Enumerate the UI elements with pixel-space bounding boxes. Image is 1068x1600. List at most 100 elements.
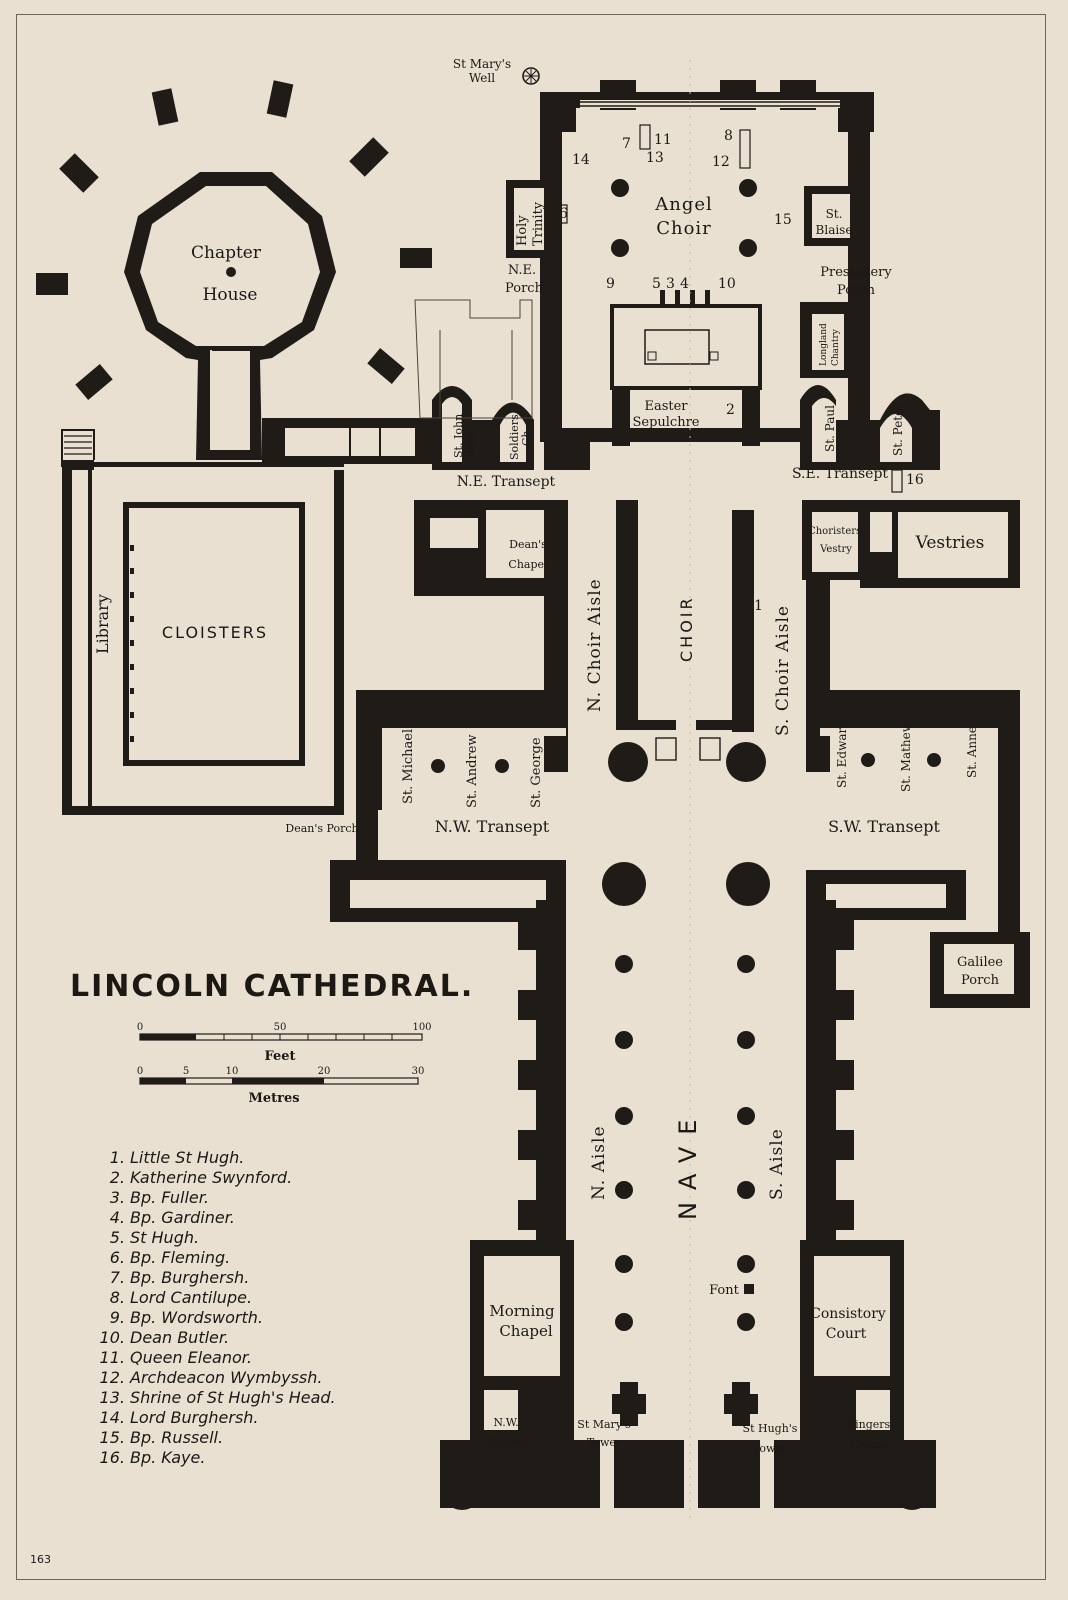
legend-item-number: 15. [99,1428,125,1447]
label-nw-chapel-1: N.W. [493,1416,518,1429]
label-font: Font [709,1283,740,1298]
label-st-anne: St. Anne [965,726,979,778]
label-longland-chantry-1: Longland [819,323,829,366]
legend-item-name: Bp. Fleming. [130,1248,231,1267]
cloisters [61,429,344,815]
plate-number: 163 [30,1553,51,1566]
tomb-number-1: 1 [754,598,763,614]
legend-item-name: Dean Butler. [130,1328,230,1347]
chapter-passage [262,418,432,464]
label-angel-choir-2: Choir [656,218,712,239]
nw-transept [330,690,566,922]
label-st-george: St. George [529,737,544,808]
label-st-blaise-2: Blaise [816,223,853,237]
tomb-number-14: 14 [572,152,590,168]
legend-item-number: 16. [99,1448,125,1467]
label-st-paul: St. Paul [823,405,837,452]
legend-item-name: Bp. Gardiner. [130,1208,235,1227]
tomb-number-10: 10 [718,276,736,292]
legend-item-number: 12. [99,1368,125,1387]
label-angel-choir-1: Angel [654,194,713,215]
scale-feet-tick-100: 100 [412,1022,431,1033]
legend-item: 14. Lord Burghersh. [95,1408,336,1428]
scale-metres-tick-5: 5 [183,1066,189,1077]
label-vestries: Vestries [915,533,985,553]
legend-item-name: Lord Cantilupe. [130,1288,253,1307]
label-cloisters: CLOISTERS [162,623,268,642]
legend-item-number: 1. [109,1148,125,1167]
label-easter-sepulchre-2: Sepulchre [632,415,699,430]
label-presbytery-porch-1: Presbytery [820,265,892,280]
tomb-legend: 1.Little St Hugh.2.Katherine Swynford.3.… [95,1148,336,1468]
legend-item: 10. Dean Butler. [95,1328,336,1348]
label-st-hughs-tower-1: St Hugh's [743,1422,798,1435]
legend-item-number: 9. [109,1308,125,1327]
label-ringers-chapel-2: Chapel [850,1438,890,1451]
label-morning-chapel-1: Morning [489,1302,555,1320]
label-st-john-bapt-2: Bapt. [464,428,477,458]
tomb-number-6: 6 [559,206,568,222]
map-border [16,14,1046,1580]
label-choristers-vestry-2: Vestry [819,544,852,555]
label-se-transept: S.E. Transept [792,466,888,482]
label-st-andrew: St. Andrew [465,734,480,808]
legend-item-name: Little St Hugh. [130,1148,245,1167]
legend-item: 16.Bp. Kaye. [95,1448,336,1468]
label-st-michael: St. Michael [401,729,416,804]
legend-item-number: 14. [99,1408,125,1427]
label-ne-porch-2: Porch [505,281,544,296]
tomb-number-12: 12 [712,154,730,170]
legend-item-name: Bp. Russell. [130,1428,224,1447]
legend-item-number: 5. [109,1228,125,1247]
tomb-number-8: 8 [724,128,733,144]
legend-item: 12.Archdeacon Wymbyssh. [95,1368,336,1388]
vestries [802,500,1020,588]
legend-item-number: 7. [109,1268,125,1287]
legend-item-number: 10. [99,1328,125,1347]
tomb-number-15: 15 [774,212,792,228]
tomb-number-9: 9 [606,276,615,292]
legend-item-name: Shrine of St Hugh's Head. [130,1388,336,1407]
label-st-marys-tower-1: St Mary's [577,1418,631,1431]
label-galilee-porch-1: Galilee [957,955,1003,970]
legend-item: 9.Bp. Wordsworth. [95,1308,336,1328]
legend-item: 3.Bp. Fuller. [95,1188,336,1208]
legend-item: 8.Lord Cantilupe. [95,1288,336,1308]
angel-choir [540,80,874,446]
label-holy-trinity-2: Trinity [531,201,546,246]
legend-item: 13.Shrine of St Hugh's Head. [95,1388,336,1408]
legend-item: 6.Bp. Fleming. [95,1248,336,1268]
tomb-number-4: 4 [680,276,689,292]
legend-item-name: Lord Burghersh. [130,1408,259,1427]
label-st-mathew: St. Mathew [899,721,913,792]
label-s-choir-aisle: S. Choir Aisle [773,605,793,736]
label-st-edward: St. Edward [835,720,849,788]
legend-item: 5.St Hugh. [95,1228,336,1248]
label-deans-chapel-2: Chapel [508,558,548,571]
scale-feet-unit: Feet [264,1049,295,1064]
scale-metres-tick-0: 0 [137,1066,143,1077]
tomb-number-5: 5 [652,276,661,292]
tomb-number-7: 7 [622,136,631,152]
scale-metres-tick-10: 10 [226,1066,239,1077]
label-soldiers-ch-1: Soldiers [508,414,521,460]
label-ne-porch-1: N.E. [508,263,536,278]
scale-bar-feet: 0 50 100 Feet [137,1022,432,1064]
scale-metres-tick-30: 30 [412,1066,425,1077]
label-presbytery-porch-2: Porch [837,283,876,298]
scale-bar-metres: 0 5 10 20 30 Metres [137,1066,425,1106]
legend-item-number: 2. [109,1168,125,1187]
label-deans-chapel-1: Dean's [509,538,547,551]
scale-feet-tick-50: 50 [274,1022,287,1033]
label-s-aisle: S. Aisle [767,1128,787,1200]
legend-item-number: 11. [99,1348,125,1367]
ne-transept [414,299,590,470]
label-chapter-house-2: House [203,285,258,305]
label-galilee-porch-2: Porch [961,973,1000,988]
label-choristers-vestry-1: Choristers' [808,526,864,537]
label-ringers-chapel-1: Ringers' [847,1418,893,1431]
label-nave: NAVE [674,1108,702,1220]
tomb-number-13: 13 [646,150,664,166]
scale-metres-unit: Metres [248,1091,299,1106]
